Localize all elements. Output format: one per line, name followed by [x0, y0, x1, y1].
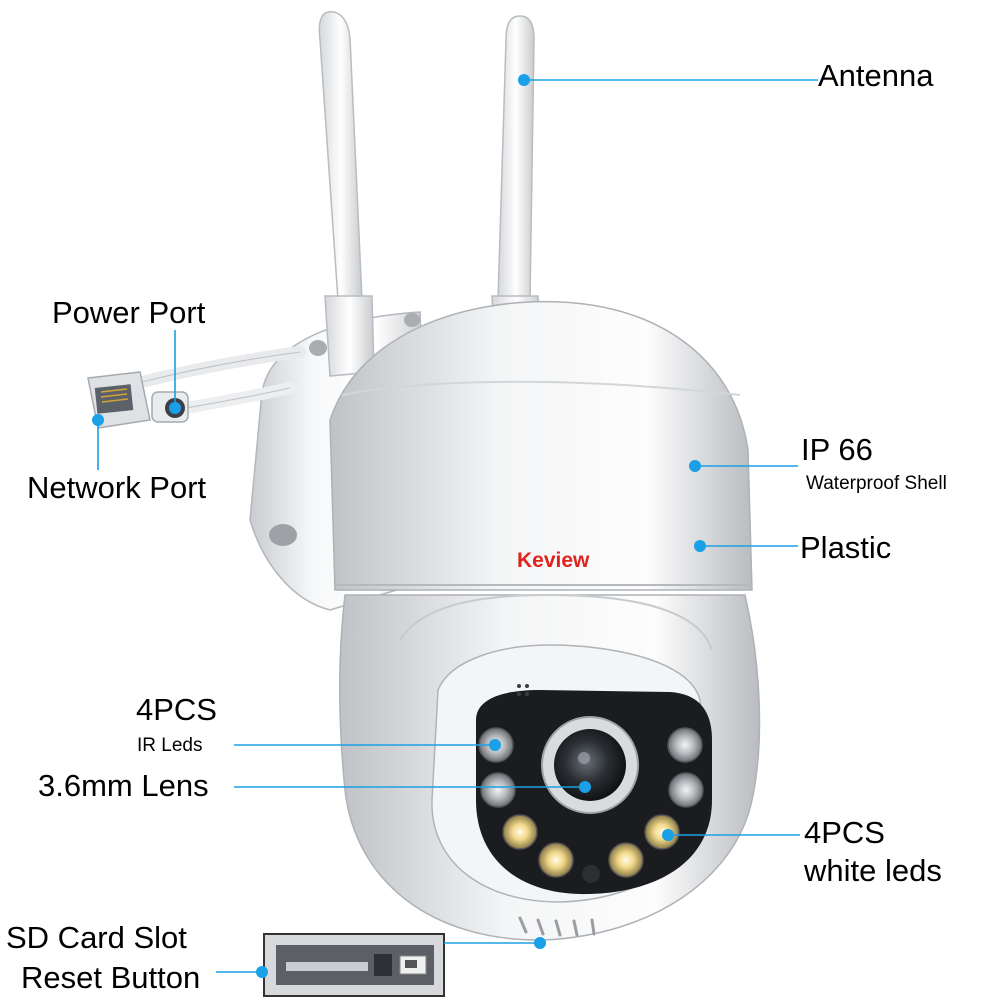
label-reset-button: Reset Button [21, 960, 201, 995]
callout-dot-antenna [518, 74, 530, 86]
callout-dot-reset-button [256, 966, 268, 978]
label-ir-count: 4PCS [136, 692, 217, 727]
callout-dot-plastic [694, 540, 706, 552]
label-lens: 3.6mm Lens [38, 768, 209, 803]
label-white-leds: white leds [804, 853, 942, 888]
white-leds [502, 814, 680, 883]
label-waterproof-shell: Waterproof Shell [806, 473, 947, 494]
callout-dot-white-leds [662, 829, 674, 841]
brand-logo: Keview [517, 549, 590, 572]
label-plastic: Plastic [800, 530, 892, 565]
callout-dot-network-port [92, 414, 104, 426]
label-white-count: 4PCS [804, 815, 885, 850]
callout-lines [92, 74, 818, 978]
housing-dome [329, 300, 753, 591]
cables [124, 346, 306, 416]
label-antenna: Antenna [818, 58, 934, 93]
label-ir-leds: IR Leds [137, 735, 203, 756]
label-power-port: Power Port [52, 295, 206, 330]
callout-dot-power-port [169, 402, 181, 414]
callout-dot-ip-rating [689, 460, 701, 472]
label-sd-card-slot: SD Card Slot [6, 920, 187, 955]
label-ip-rating: IP 66 [801, 432, 873, 467]
label-network-port: Network Port [27, 470, 207, 505]
callout-dot-ir-leds [489, 739, 501, 751]
sd-card-slot-inset [263, 933, 445, 997]
callout-dot-lens [579, 781, 591, 793]
lens [541, 716, 639, 814]
ir-leds [478, 727, 704, 808]
callout-dot-sd-card-slot [534, 937, 546, 949]
network-port-connector [87, 371, 151, 429]
